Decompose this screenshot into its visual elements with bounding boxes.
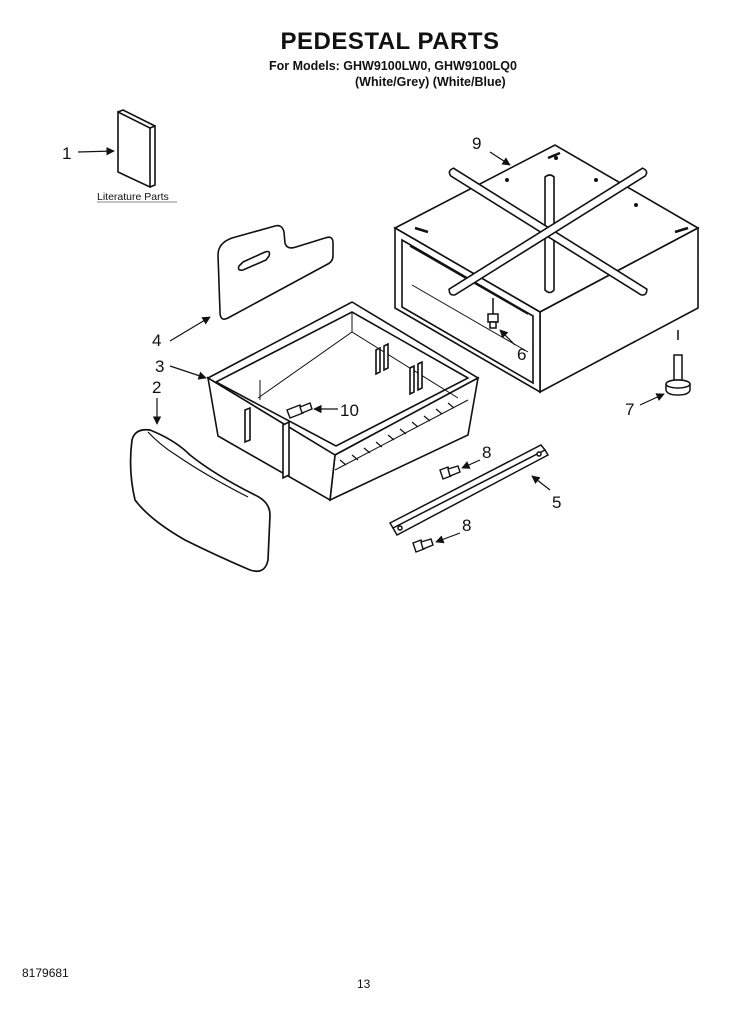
drawer-slide-rail	[388, 444, 550, 537]
callout-8-upper: 8	[482, 443, 491, 462]
drawer-screw	[286, 402, 313, 419]
callout-6: 6	[517, 345, 526, 364]
rail-screw-lower	[412, 538, 434, 553]
callout-5: 5	[552, 493, 561, 512]
rail-screw-upper	[439, 465, 461, 480]
drawer-front-panel	[129, 428, 271, 573]
callout-7: 7	[625, 400, 634, 419]
callout-9: 9	[472, 134, 481, 153]
literature-parts-label: Literature Parts	[97, 191, 169, 203]
models-line: For Models: GHW9100LW0, GHW9100LQ0	[269, 59, 517, 73]
cabinet-screw	[487, 298, 499, 329]
drawer-bin	[206, 301, 480, 502]
pedestal-cabinet	[393, 144, 700, 394]
callout-10: 10	[340, 401, 359, 420]
drawer-divider	[217, 224, 334, 320]
page-number: 13	[357, 977, 371, 991]
model-list: For Models: GHW9100LW0, GHW9100LQ0 (Whit…	[269, 58, 517, 90]
callout-4: 4	[152, 331, 161, 350]
callout-2: 2	[152, 378, 161, 397]
page-title: PEDESTAL PARTS	[280, 28, 500, 55]
callout-3: 3	[155, 357, 164, 376]
colors-line: (White/Grey) (White/Blue)	[355, 75, 506, 89]
leveling-leg	[665, 330, 691, 396]
callout-8-lower: 8	[462, 516, 471, 535]
document-number: 8179681	[22, 966, 69, 980]
callout-1: 1	[62, 144, 71, 163]
literature-booklet	[117, 109, 156, 189]
